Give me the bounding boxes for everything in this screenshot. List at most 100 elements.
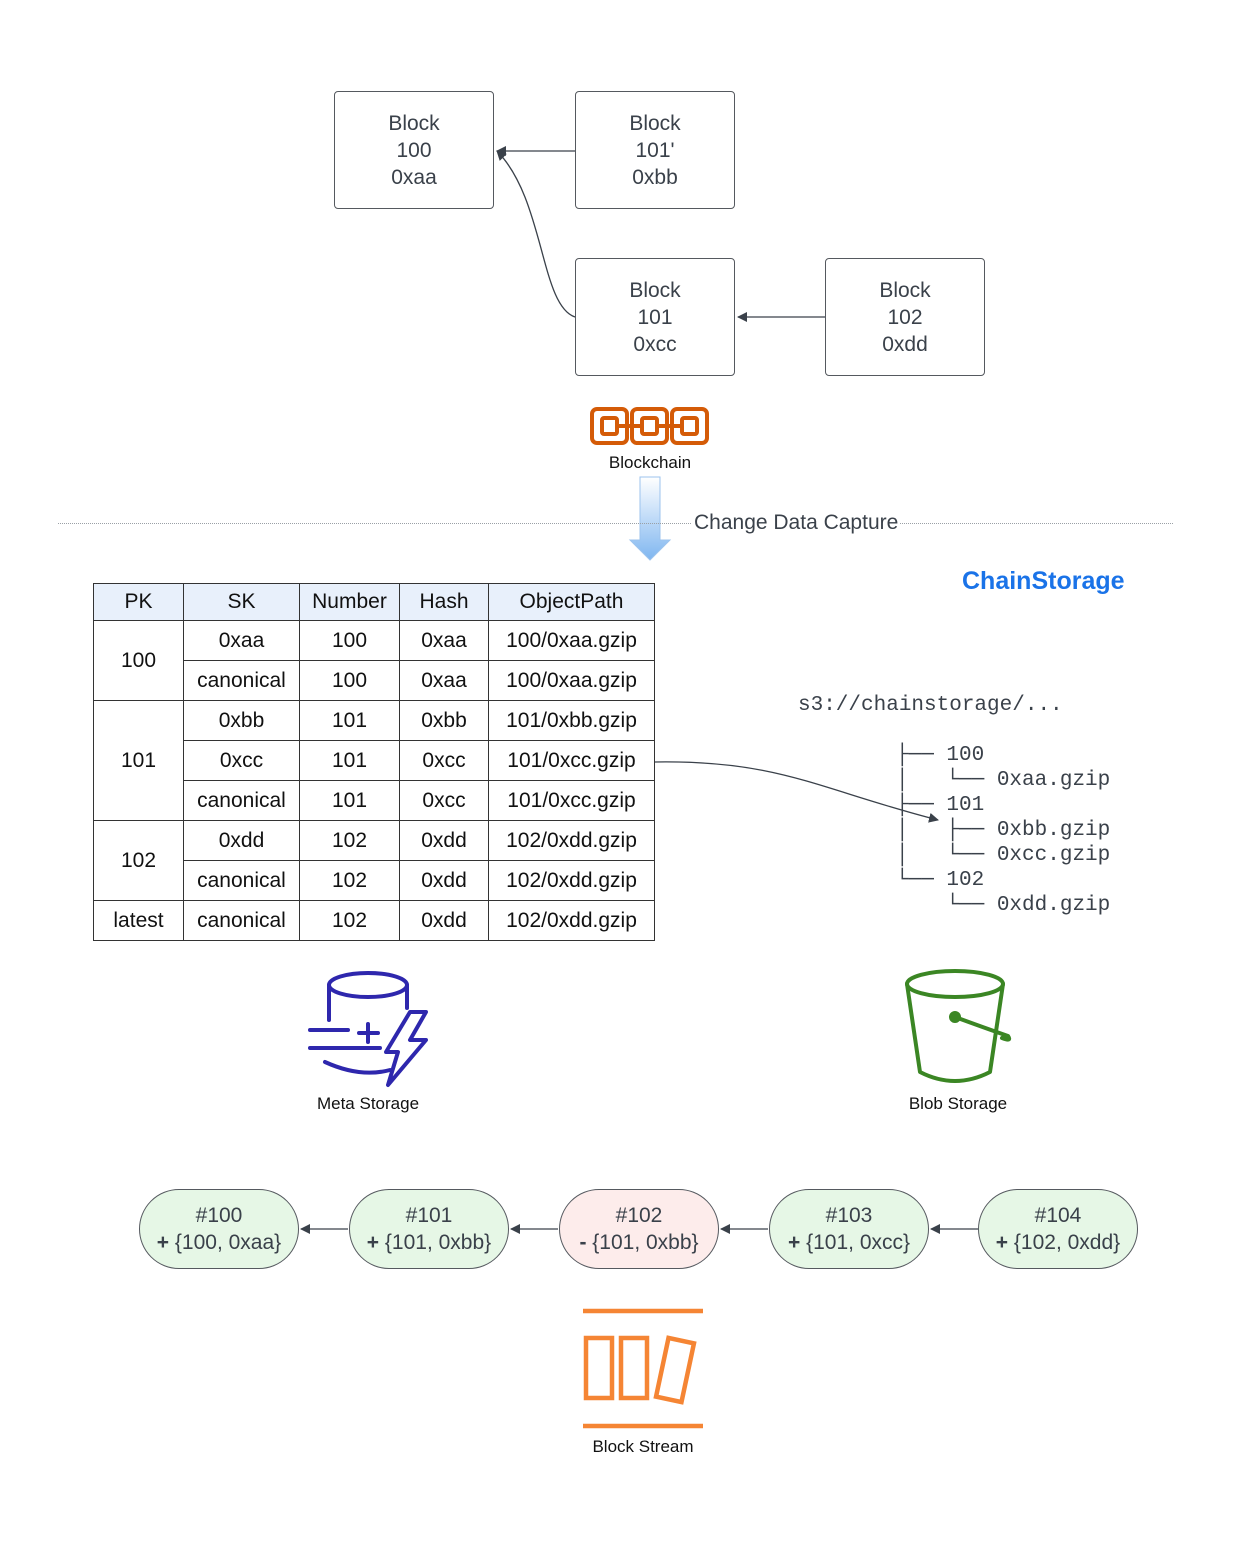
database-icon	[308, 971, 428, 1087]
arrow-101-to-100	[496, 150, 576, 318]
number-cell: 102	[299, 820, 400, 861]
down-arrow-icon	[628, 476, 672, 561]
number-cell: 102	[299, 900, 400, 941]
number-cell: 100	[299, 620, 400, 661]
arrow-table-to-s3	[654, 761, 939, 823]
hash-cell: 0xdd	[399, 900, 489, 941]
s3-indent: │ └──	[896, 844, 997, 867]
hash-cell: 0xaa	[399, 620, 489, 661]
s3-file-0xbb: 0xbb.gzip	[996, 819, 1111, 842]
block-title: Block	[388, 111, 440, 135]
hash-cell: 0xdd	[399, 860, 489, 901]
event-change: + {101, 0xcc}	[788, 1229, 910, 1256]
block-hash: 0xbb	[632, 165, 678, 189]
block-101-prime: Block 101' 0xbb	[575, 91, 735, 209]
header-hash: Hash	[399, 583, 489, 621]
number-cell: 102	[299, 860, 400, 901]
pk-cell: 101	[93, 700, 184, 821]
sk-cell: canonical	[183, 660, 300, 701]
objectpath-cell: 102/0xdd.gzip	[488, 820, 655, 861]
event-payload: {101, 0xcc}	[806, 1231, 911, 1254]
meta-storage-label: Meta Storage	[316, 1094, 420, 1113]
hash-cell: 0xcc	[399, 740, 489, 781]
event-seq: #101	[405, 1204, 453, 1227]
objectpath-cell: 102/0xdd.gzip	[488, 860, 655, 901]
block-hash: 0xdd	[882, 332, 928, 356]
block-102: Block 102 0xdd	[825, 258, 985, 376]
pk-cell: latest	[93, 900, 184, 941]
event-op: +	[995, 1231, 1009, 1254]
table-row: 101 0xbb 101 0xbb 101/0xbb.gzip	[93, 700, 655, 821]
block-101: Block 101 0xcc	[575, 258, 735, 376]
hash-cell: 0xdd	[399, 820, 489, 861]
meta-table: PK SK Number Hash ObjectPath 100 0xaa 10…	[93, 583, 655, 941]
block-stream-label: Block Stream	[592, 1437, 694, 1456]
sk-cell: canonical	[183, 860, 300, 901]
blockchain-icon	[590, 407, 709, 445]
block-title: Block	[629, 111, 681, 135]
number-cell: 101	[299, 780, 400, 821]
hash-cell: 0xaa	[399, 660, 489, 701]
number-cell: 100	[299, 660, 400, 701]
section-divider	[58, 523, 1173, 524]
s3-branch-102: └──	[896, 869, 947, 892]
stream-event-101: #101 + {101, 0xbb}	[349, 1189, 509, 1269]
event-change: + {102, 0xdd}	[996, 1229, 1120, 1256]
event-seq: #104	[1034, 1204, 1082, 1227]
header-sk: SK	[183, 583, 300, 621]
block-number: 101'	[635, 138, 675, 162]
table-row: canonical 102 0xdd 102/0xdd.gzip	[94, 860, 655, 901]
table-row: 0xcc 101 0xcc 101/0xcc.gzip	[94, 740, 655, 781]
s3-indent: │ ├──	[896, 819, 997, 842]
block-hash: 0xcc	[633, 332, 677, 356]
cdc-label: Change Data Capture	[692, 511, 901, 535]
sk-cell: canonical	[183, 900, 300, 941]
sk-cell: canonical	[183, 780, 300, 821]
s3-branch-100: ├──	[896, 744, 947, 767]
event-payload: {100, 0xaa}	[174, 1231, 282, 1254]
s3-dir-100: 100	[946, 744, 985, 767]
number-cell: 101	[299, 700, 400, 741]
objectpath-cell: 101/0xcc.gzip	[488, 780, 655, 821]
block-number: 102	[887, 305, 923, 329]
event-payload: {101, 0xbb}	[384, 1231, 492, 1254]
event-op: +	[787, 1231, 801, 1254]
block-title: Block	[629, 278, 681, 302]
s3-tree-branches: ├── 100 │ └── 0xaa.gzip ├── 101 │ ├── 0x…	[896, 718, 1110, 918]
event-op: +	[156, 1231, 170, 1254]
block-title: Block	[879, 278, 931, 302]
stream-event-102: #102 - {101, 0xbb}	[559, 1189, 719, 1269]
number-cell: 101	[299, 740, 400, 781]
s3-branch-101: ├──	[896, 794, 947, 817]
s3-file-0xaa: 0xaa.gzip	[996, 769, 1111, 792]
s3-indent: └──	[896, 894, 997, 917]
event-op: +	[366, 1231, 380, 1254]
sk-cell: 0xdd	[183, 820, 300, 861]
blockchain-label: Blockchain	[608, 453, 692, 472]
objectpath-cell: 101/0xcc.gzip	[488, 740, 655, 781]
table-row: 100 0xaa 100 0xaa 100/0xaa.gzip	[93, 620, 655, 701]
block-number: 100	[396, 138, 432, 162]
blob-storage-label: Blob Storage	[908, 1094, 1008, 1113]
stream-event-104: #104 + {102, 0xdd}	[978, 1189, 1138, 1269]
s3-indent: │ └──	[896, 769, 997, 792]
table-header-row: PK SK Number Hash ObjectPath	[93, 583, 655, 621]
event-payload: {101, 0xbb}	[592, 1231, 699, 1254]
s3-dir-101: 101	[946, 794, 985, 817]
s3-dir-102: 102	[946, 869, 985, 892]
sk-cell: 0xaa	[183, 620, 300, 661]
block-hash: 0xaa	[391, 165, 437, 189]
stream-icon	[583, 1308, 703, 1429]
header-number: Number	[299, 583, 400, 621]
table-row: latest canonical 102 0xdd 102/0xdd.gzip	[93, 900, 655, 941]
block-number: 101	[637, 305, 673, 329]
event-seq: #102	[615, 1204, 663, 1227]
stream-event-103: #103 + {101, 0xcc}	[769, 1189, 929, 1269]
sk-cell: 0xcc	[183, 740, 300, 781]
event-change: - {101, 0xbb}	[579, 1229, 698, 1256]
event-payload: {102, 0xdd}	[1013, 1231, 1121, 1254]
header-pk: PK	[93, 583, 184, 621]
hash-cell: 0xbb	[399, 700, 489, 741]
event-change: + {100, 0xaa}	[157, 1229, 281, 1256]
objectpath-cell: 101/0xbb.gzip	[488, 700, 655, 741]
